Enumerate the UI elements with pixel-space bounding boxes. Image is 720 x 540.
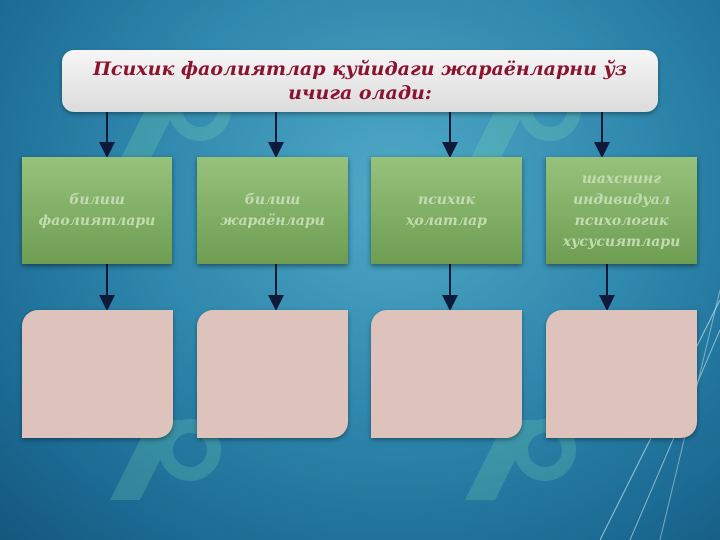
category-label: психик ҳолатлар (406, 191, 487, 229)
category-label: шахснинг индивидуал психологик хусусиятл… (562, 170, 681, 250)
category-label: билиш фаолиятлари (38, 191, 156, 229)
category-box-2: билиш жараёнлари (197, 157, 348, 264)
watermark-logo-icon (465, 419, 576, 500)
detail-box-2 (197, 310, 348, 438)
category-box-4: шахснинг индивидуал психологик хусусиятл… (546, 157, 697, 264)
category-box-3: психик ҳолатлар (371, 157, 522, 264)
watermark-logo-icon (110, 419, 221, 500)
title-box: Психик фаолиятлар қуйидаги жараёнларни ў… (62, 50, 658, 112)
detail-box-3 (371, 310, 522, 438)
diagram-title: Психик фаолиятлар қуйидаги жараёнларни ў… (92, 58, 628, 104)
category-box-1: билиш фаолиятлари (22, 157, 172, 264)
detail-box-4 (546, 310, 697, 438)
category-label: билиш жараёнлари (220, 191, 325, 229)
detail-box-1 (22, 310, 173, 438)
